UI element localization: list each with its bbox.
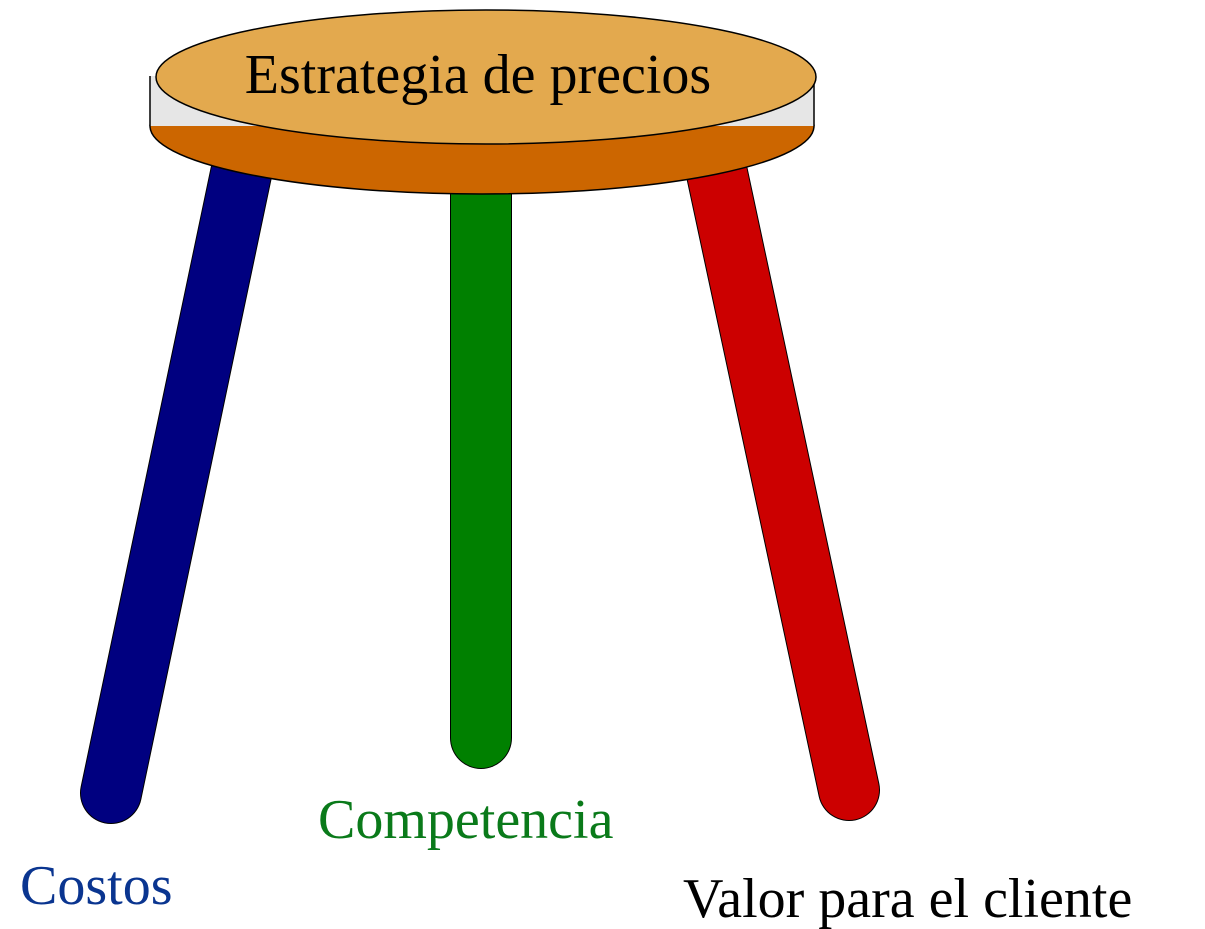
label-valor-para-el-cliente: Valor para el cliente xyxy=(683,868,1132,929)
stool-seat: Estrategia de precios xyxy=(149,9,817,195)
seat-label: Estrategia de precios xyxy=(245,44,711,106)
stool-legs xyxy=(80,119,880,824)
leg-labels: Costos Competencia Valor para el cliente xyxy=(20,789,1132,929)
leg-valor-fill xyxy=(682,120,879,820)
label-costos: Costos xyxy=(20,855,173,917)
label-competencia: Competencia xyxy=(318,789,614,851)
leg-costos-fill xyxy=(81,120,276,823)
seat-top xyxy=(155,9,817,145)
